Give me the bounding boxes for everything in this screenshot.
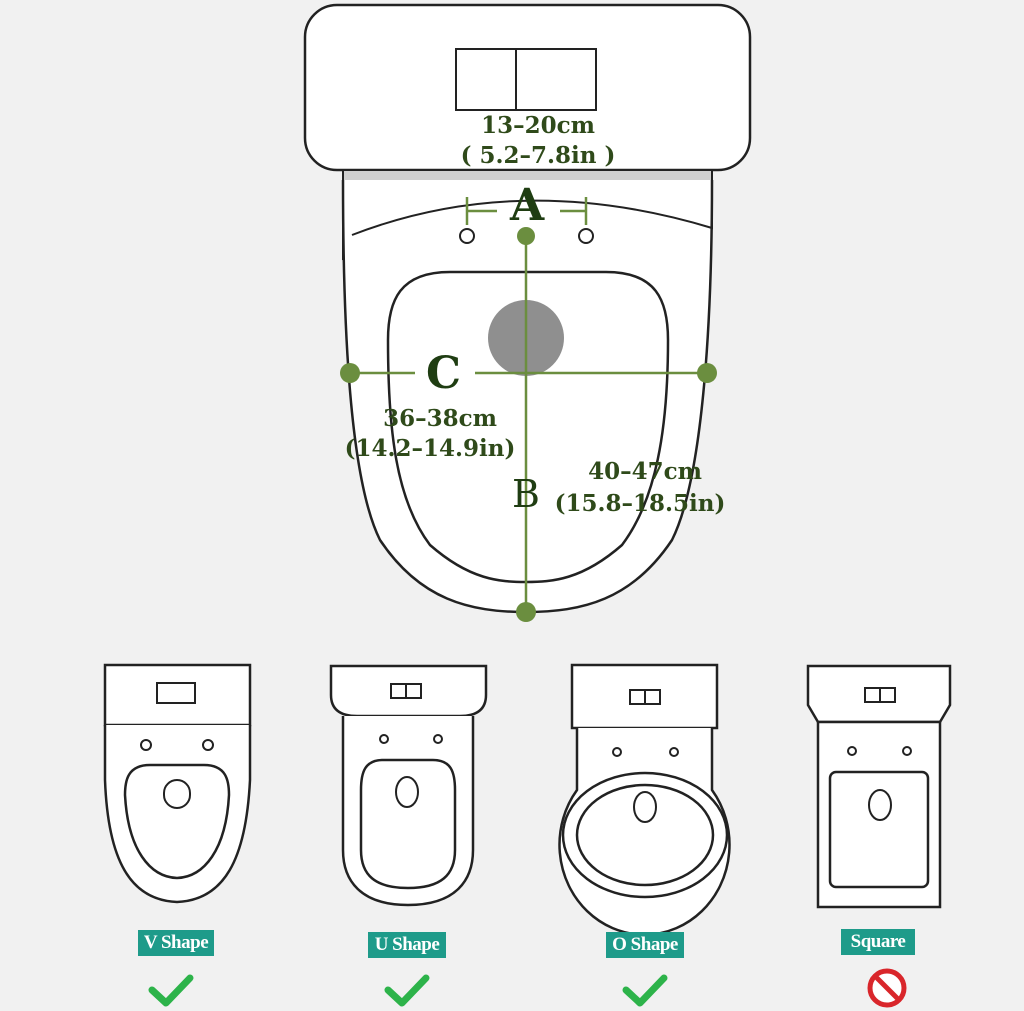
prohibited-icon — [867, 968, 907, 1008]
dimension-c-cm: 36–38cm — [383, 405, 497, 432]
check-icon — [622, 974, 668, 1007]
o-shape-toilet — [558, 663, 731, 936]
flush-button-icon — [455, 48, 597, 111]
bolt-hole-right — [578, 228, 594, 244]
bolt-hole-left — [459, 228, 475, 244]
measure-b-line — [516, 227, 536, 622]
u-shape-toilet — [329, 664, 488, 907]
dimension-a-cm: 13–20cm — [481, 112, 595, 139]
v-shape-badge: V Shape — [138, 930, 214, 956]
v-shape-toilet — [103, 663, 252, 904]
dimension-c-letter: C — [426, 348, 462, 399]
measure-a-line — [465, 197, 588, 225]
check-icon — [148, 974, 194, 1007]
dimension-b-inch: (15.8–18.5in) — [554, 490, 726, 517]
o-shape-badge: O Shape — [606, 932, 684, 958]
square-badge: Square — [841, 929, 915, 955]
u-shape-badge: U Shape — [368, 932, 446, 958]
dimension-a-letter: A — [510, 180, 545, 231]
square-toilet — [806, 664, 952, 909]
dimension-b-cm: 40–47cm — [588, 458, 702, 485]
dimension-c-inch: (14.2–14.9in) — [344, 435, 516, 462]
dimension-b-letter: B — [512, 472, 540, 516]
check-icon — [384, 974, 430, 1007]
measure-c-line — [340, 363, 717, 383]
dimension-a-inch: ( 5.2–7.8in ) — [460, 142, 616, 169]
